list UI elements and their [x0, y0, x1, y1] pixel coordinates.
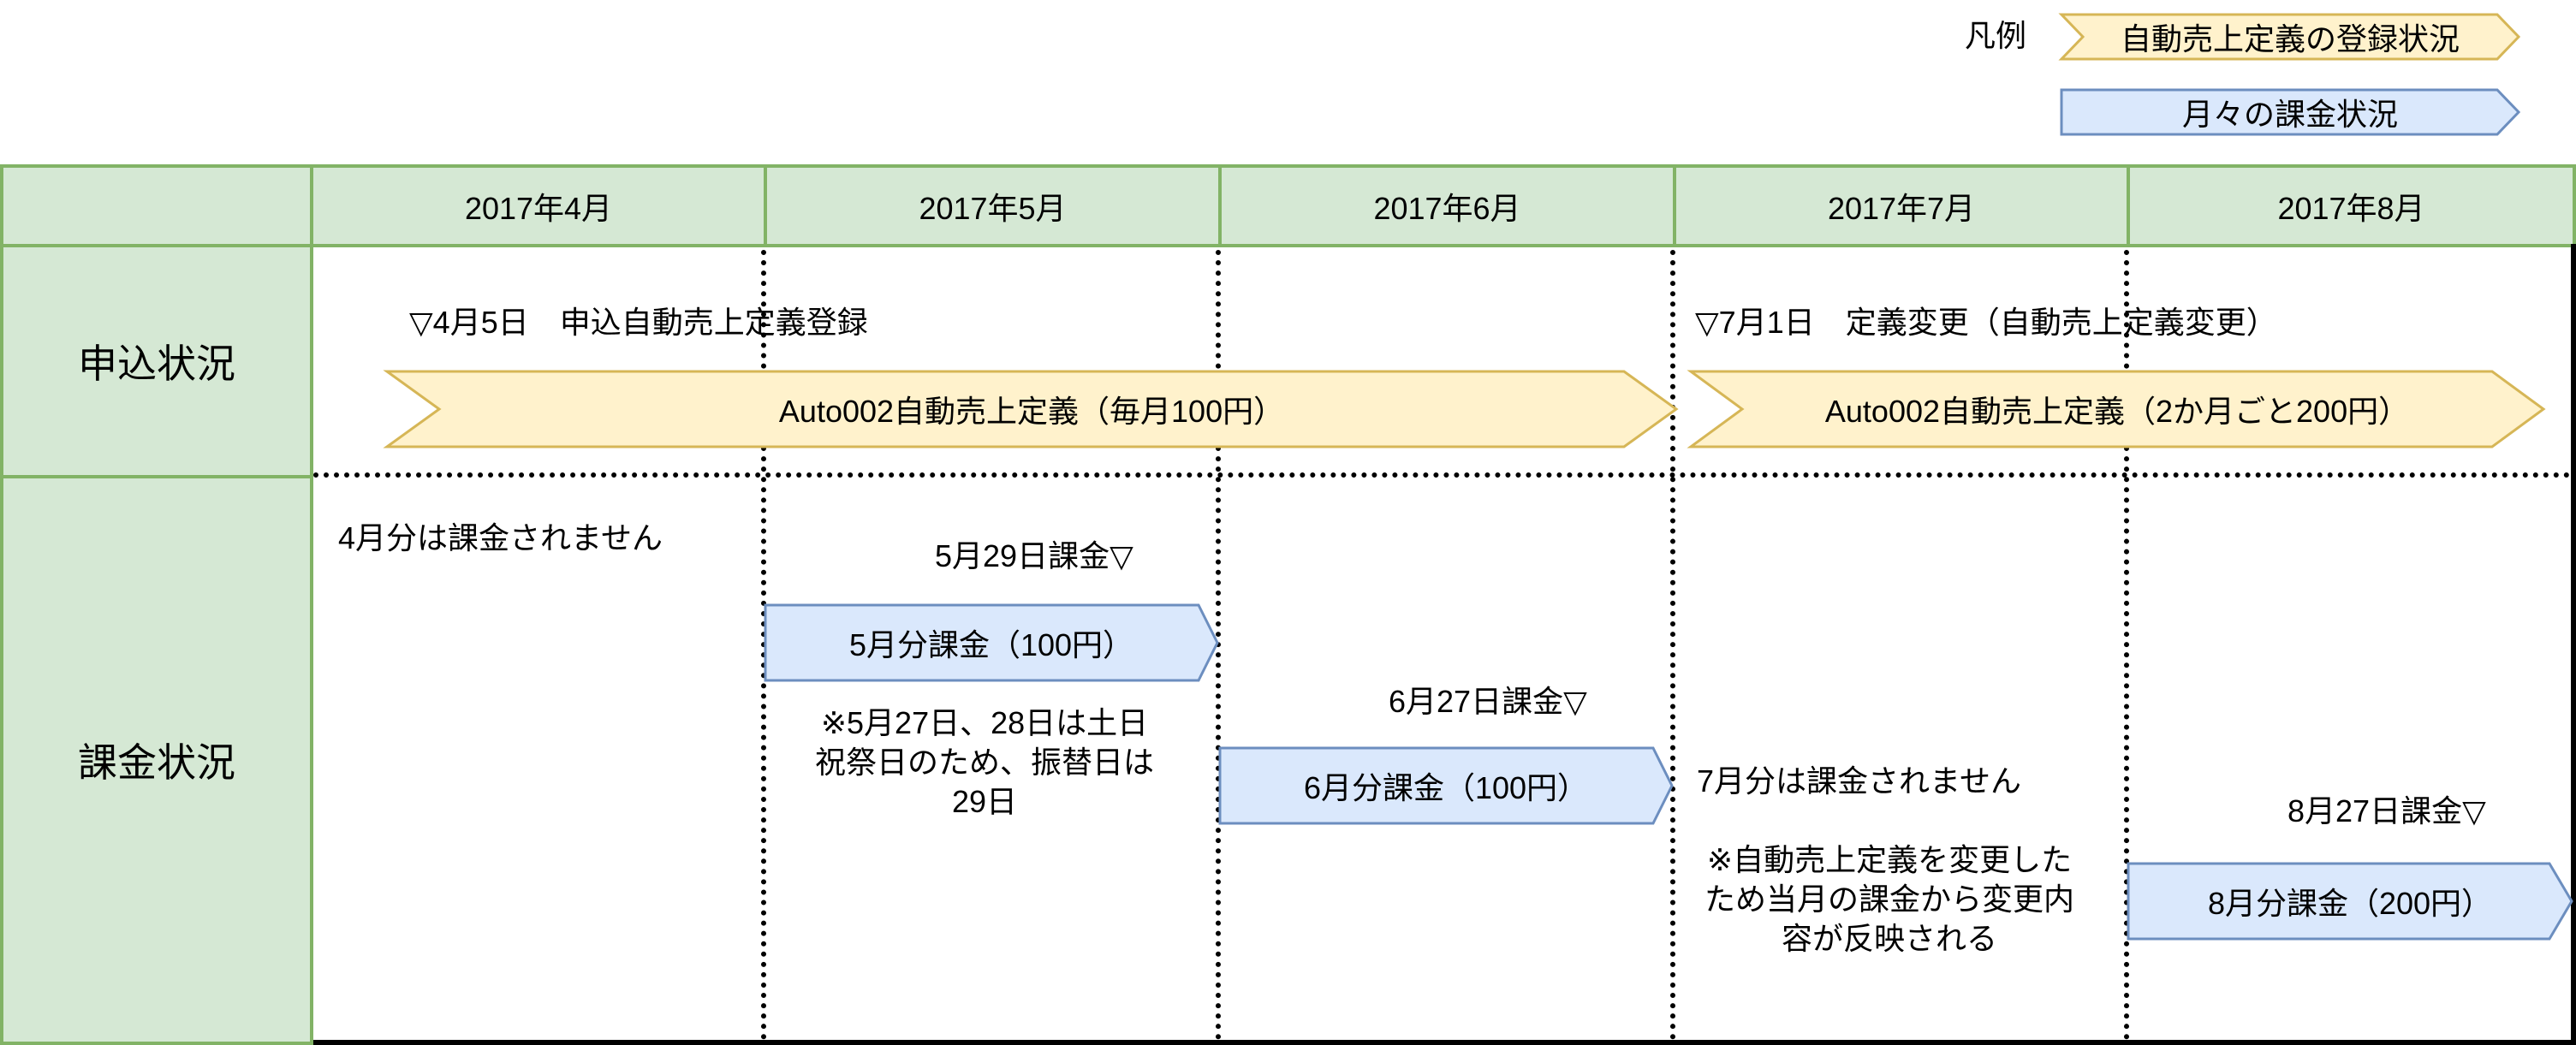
- legend-item-billing: 月々の課金状況: [2059, 87, 2521, 137]
- chevron-shape-icon: [2058, 13, 2521, 61]
- july-no-charge-note: 7月分は課金されません: [1697, 763, 2021, 799]
- may-note-line-1: ※5月27日、28日は土日: [820, 705, 1149, 740]
- august-charge-marker: 8月27日課金▽: [2287, 793, 2486, 828]
- definition-monthly-100-label: Auto002自動売上定義（毎月100円）: [778, 394, 1285, 429]
- event-april-registration: ▽4月5日 申込自動売上定義登録: [409, 305, 868, 340]
- header-month-may: 2017年5月: [764, 164, 1222, 247]
- may-note-line-3: 29日: [951, 784, 1018, 819]
- june-charge-marker: 6月27日課金▽: [1389, 684, 1587, 719]
- july-note-line-3: 容が反映される: [1781, 921, 1997, 956]
- pentagon-shape-icon: [1218, 746, 1674, 825]
- may-charge-marker: 5月29日課金▽: [935, 538, 1133, 573]
- month-divider-jun: [1216, 250, 1221, 1040]
- pentagon-shape-icon: [2060, 88, 2521, 136]
- month-divider-may: [761, 250, 766, 1040]
- may-charge: 5月分課金（100円）: [764, 603, 1219, 682]
- july-note-line-2: ため当月の課金から変更内: [1704, 882, 2074, 917]
- chevron-shape-icon: [1687, 370, 2546, 448]
- header-corner-cell: [0, 164, 313, 247]
- right-border: [2571, 244, 2576, 1045]
- definition-bimonthly-200: Auto002自動売上定義（2か月ごと200円）: [1687, 370, 2546, 448]
- pentagon-shape-icon: [764, 603, 1219, 682]
- month-divider-aug: [2124, 250, 2129, 1040]
- month-divider-jul: [1670, 250, 1675, 1040]
- chevron-shape-icon: [383, 370, 1679, 448]
- header-month-apr: 2017年4月: [310, 164, 767, 247]
- legend-title: 凡例: [1965, 18, 2027, 53]
- august-charge-label: 8月分課金（200円）: [2207, 886, 2493, 921]
- header-month-jun: 2017年6月: [1218, 164, 1676, 247]
- august-charge: 8月分課金（200円）: [2127, 862, 2573, 941]
- row-header-application: 申込状況: [0, 244, 313, 478]
- july-note-line-1: ※自動売上定義を変更した: [1706, 842, 2073, 877]
- june-charge: 6月分課金（100円）: [1218, 746, 1674, 825]
- june-charge-label: 6月分課金（100円）: [1303, 770, 1589, 805]
- july-change-note: ※自動売上定義を変更した ため当月の課金から変更内 容が反映される: [1680, 840, 2099, 959]
- legend-item-billing-label: 月々の課金状況: [2181, 97, 2398, 132]
- pentagon-shape-icon: [2127, 862, 2573, 941]
- may-holiday-note: ※5月27日、28日は土日 祝祭日のため、振替日は 29日: [770, 704, 1199, 822]
- header-month-aug: 2017年8月: [2127, 164, 2576, 247]
- definition-monthly-100: Auto002自動売上定義（毎月100円）: [383, 370, 1679, 448]
- legend-item-registration: 自動売上定義の登録状況: [2058, 12, 2521, 62]
- april-no-charge-note: 4月分は課金されません: [338, 520, 663, 555]
- bottom-border: [313, 1040, 2576, 1045]
- row-divider: [313, 472, 2571, 478]
- header-month-jul: 2017年7月: [1673, 164, 2130, 247]
- may-note-line-2: 祝祭日のため、振替日は: [814, 745, 1154, 780]
- may-charge-label: 5月分課金（100円）: [848, 627, 1134, 662]
- event-july-change: ▽7月1日 定義変更（自動売上定義変更）: [1695, 305, 2277, 340]
- definition-bimonthly-200-label: Auto002自動売上定義（2か月ごと200円）: [1824, 394, 2410, 429]
- row-header-billing: 課金状況: [0, 475, 313, 1045]
- legend-item-registration-label: 自動売上定義の登録状況: [2120, 21, 2460, 56]
